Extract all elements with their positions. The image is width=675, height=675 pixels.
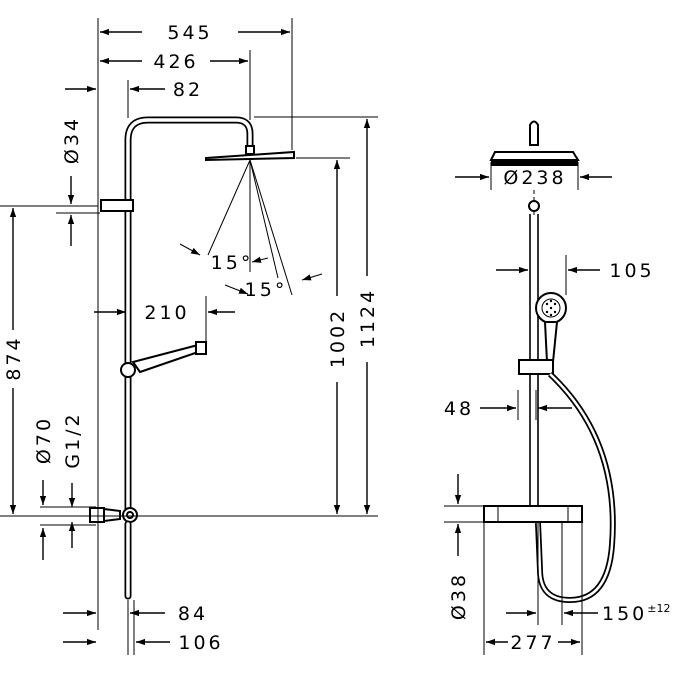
dim-105-label: 105: [609, 260, 654, 282]
dim-82: 82: [65, 79, 203, 101]
dim-426-label: 426: [153, 51, 198, 73]
dim-210-label: 210: [144, 302, 189, 324]
dim-d38-label: Ø38: [448, 572, 470, 620]
dim-150-value: 150: [602, 603, 647, 625]
dim-1002-label: 1002: [327, 308, 349, 368]
dim-874-label: 874: [3, 335, 25, 380]
side-extension-lines: [444, 162, 583, 655]
overhead-shower: [205, 145, 295, 162]
side-view: Ø238 105 48 Ø38 150±12 27: [444, 120, 670, 655]
dim-d238: Ø238: [455, 167, 612, 189]
wall-bracket: [100, 199, 134, 212]
dim-545-label: 545: [167, 22, 212, 44]
dim-d70-label: Ø70: [33, 416, 55, 464]
dim-277: 277: [486, 632, 580, 654]
shower-column: [124, 116, 254, 516]
dim-48: 48: [444, 398, 572, 420]
dim-82-label: 82: [173, 79, 203, 101]
dim-1124: 1124: [357, 119, 379, 514]
thermostat-mixer: [89, 507, 138, 600]
dim-545: 545: [100, 22, 290, 44]
dim-48-label: 48: [444, 398, 474, 420]
shower-hose: [535, 371, 616, 604]
overhead-shower-side: [489, 120, 580, 166]
shower-column-side: [528, 190, 540, 510]
dim-g12-label: G1/2: [62, 411, 84, 468]
dim-210: 210: [94, 302, 235, 324]
dim-150-tolerance: ±12: [647, 602, 670, 615]
dim-d34-label: Ø34: [61, 116, 83, 164]
hand-shower: [120, 341, 207, 378]
dim-g12: G1/2: [62, 411, 84, 548]
hand-shower-side: [518, 292, 567, 375]
dim-d70: Ø70: [33, 416, 55, 560]
dim-105: 105: [496, 260, 654, 282]
dim-150: 150±12: [506, 602, 670, 625]
dim-874: 874: [3, 208, 25, 514]
dim-angle-15-a: 15°: [211, 252, 254, 274]
extension-lines: [0, 18, 378, 655]
dim-426: 426: [100, 51, 248, 73]
dim-106: 106: [63, 632, 223, 654]
spray-angle-lines: [179, 159, 323, 296]
dim-84: 84: [63, 603, 208, 625]
dim-150-label: 150±12: [602, 602, 670, 625]
dim-d34: Ø34: [61, 116, 83, 246]
dim-1002: 1002: [327, 160, 349, 514]
dim-d238-label: Ø238: [503, 167, 566, 189]
dim-1124-label: 1124: [357, 288, 379, 348]
dim-84-label: 84: [178, 603, 208, 625]
dim-106-label: 106: [178, 632, 223, 654]
front-view: 545 426 82 Ø34 15° 15° 210: [0, 18, 379, 655]
thermostat-side: [483, 505, 583, 523]
dim-d38: Ø38: [448, 474, 470, 620]
dim-277-label: 277: [510, 632, 555, 654]
dim-angle-15-b: 15°: [245, 279, 288, 301]
